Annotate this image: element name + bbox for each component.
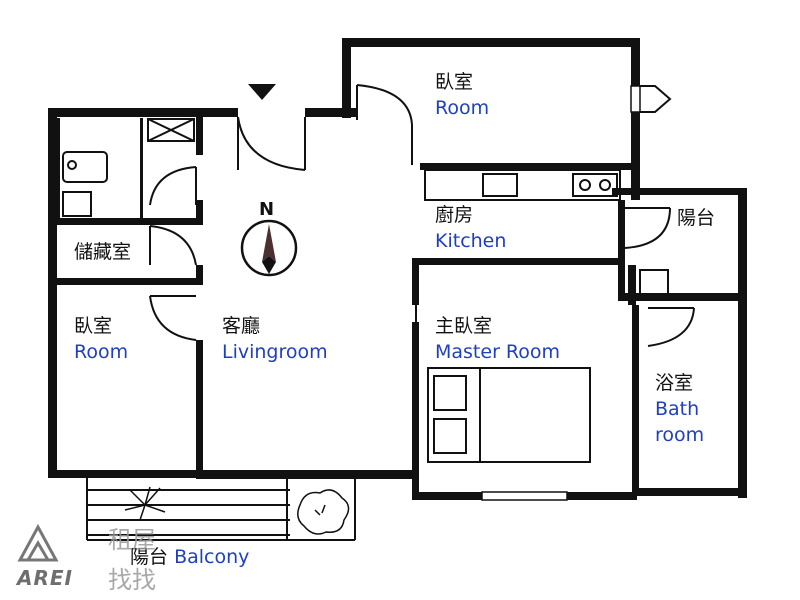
kitchen-counter xyxy=(424,169,621,201)
bath-en: Bath xyxy=(655,398,700,420)
kitchen-zh: 廚房 xyxy=(435,204,474,226)
sink-icon xyxy=(62,191,92,217)
compass-icon xyxy=(240,219,298,277)
kitchen-en: Kitchen xyxy=(435,230,507,252)
compass-north-label: N xyxy=(259,199,275,220)
balcony-right-zh: 陽台 xyxy=(677,207,716,229)
bedroom-top-door xyxy=(356,84,413,165)
storage-door xyxy=(149,225,197,266)
toilet-icon xyxy=(62,151,108,183)
logo-icon xyxy=(17,523,59,562)
master-zh: 主臥室 xyxy=(435,315,493,337)
balcony-bottom xyxy=(86,478,356,541)
logo-text: AREI xyxy=(17,566,73,590)
master-bed xyxy=(427,367,591,463)
watermark-line-2: 找找 xyxy=(108,566,156,594)
bath-door xyxy=(647,307,695,347)
entry-door xyxy=(237,116,306,171)
bedroom-top-en: Room xyxy=(435,97,490,119)
bath-en-2: room xyxy=(655,424,705,446)
tree-icon xyxy=(297,489,350,535)
entry-arrow-icon xyxy=(248,84,276,100)
balcony-bottom-zh: 陽台 xyxy=(130,546,169,568)
watermark-line-1: 租屋 xyxy=(108,526,156,554)
bath-zh: 浴室 xyxy=(655,372,694,394)
master-window xyxy=(481,491,568,501)
balcony-bottom-en: Balcony xyxy=(174,546,250,568)
living-zh: 客廳 xyxy=(222,315,261,337)
toilet-area xyxy=(62,118,197,217)
plant-icon xyxy=(124,486,166,521)
bedroom-top-zh: 臥室 xyxy=(435,71,474,93)
storage-zh: 儲藏室 xyxy=(74,241,132,263)
window-bay xyxy=(640,85,672,113)
bedroom-left-en: Room xyxy=(74,341,129,363)
master-en: Master Room xyxy=(435,341,561,363)
living-en: Livingroom xyxy=(222,341,328,363)
balcony-bottom-label: 陽台 Balcony xyxy=(130,545,249,570)
balcony-right-door xyxy=(624,207,671,295)
walls xyxy=(48,38,747,500)
bedroom-left-zh: 臥室 xyxy=(74,315,113,337)
stove-icon xyxy=(572,173,618,197)
bedroom-left-door xyxy=(149,295,197,341)
kitchen-sink-icon xyxy=(482,173,518,197)
